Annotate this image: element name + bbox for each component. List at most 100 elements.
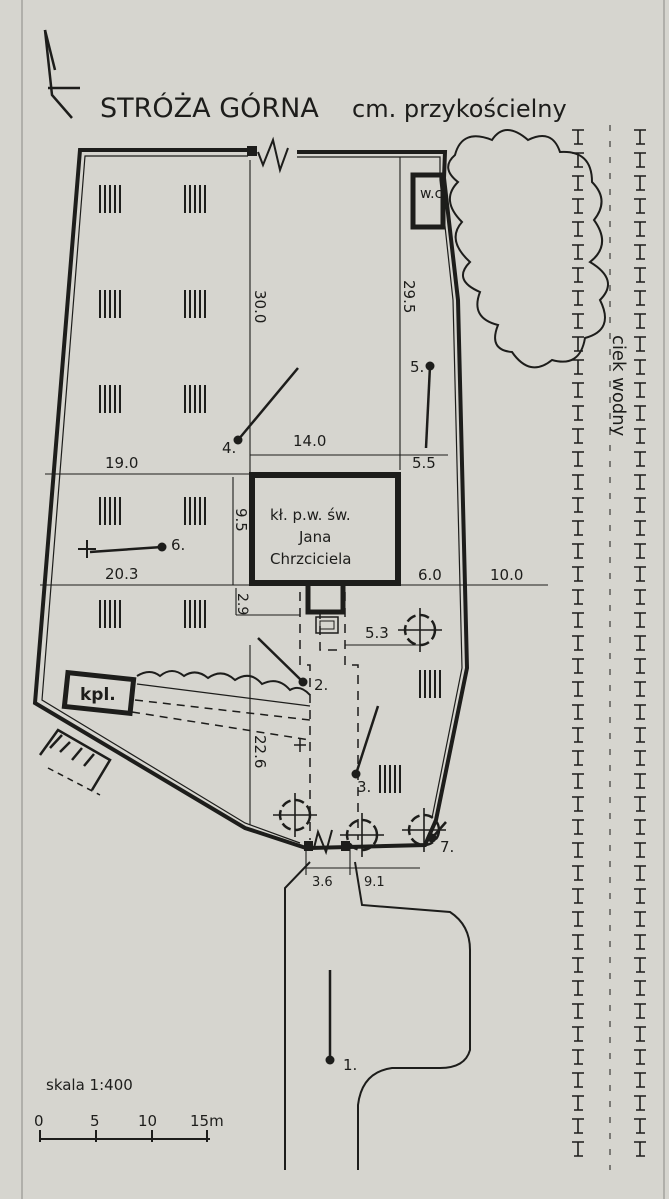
stream-hatch-mark <box>634 773 646 789</box>
stream-hatch-mark <box>634 612 646 628</box>
stream-hatch-mark <box>572 428 584 444</box>
dim-south-22-6: 22.6 <box>251 735 269 768</box>
dim-right-5-5: 5.5 <box>412 454 436 472</box>
stream-hatch-mark <box>572 934 584 950</box>
photo-viewpoint: 3. <box>351 705 380 796</box>
photo-viewpoint-label: 5. <box>410 358 424 376</box>
stream-hatch-mark <box>634 1049 646 1065</box>
church-label-line3: Chrzciciela <box>270 550 351 568</box>
hedge-dashed-line-3 <box>136 683 311 707</box>
stream-hatch-mark <box>634 405 646 421</box>
stream-hatch-mark <box>634 658 646 674</box>
stream-hatch-mark <box>572 750 584 766</box>
church-label-line1: kł. p.w. św. <box>270 506 351 524</box>
grave-row-icon <box>184 600 206 628</box>
title-place: STRÓŻA GÓRNA <box>100 92 319 124</box>
stream-hatch-mark <box>572 796 584 812</box>
stream-hatch-mark <box>634 980 646 996</box>
hedge-row <box>136 670 311 696</box>
stream-hatch-mark <box>572 888 584 904</box>
stream-hatch-mark <box>572 727 584 743</box>
stream-hatch-mark <box>634 934 646 950</box>
stream-hatch-mark <box>634 221 646 237</box>
dim-height-9-5: 9.5 <box>232 508 250 532</box>
church-building <box>249 472 401 586</box>
wc-label: w.c. <box>420 186 447 202</box>
stream-hatch-mark <box>634 451 646 467</box>
stream-hatch-mark <box>634 313 646 329</box>
church-porch <box>305 583 346 615</box>
tree-icon <box>273 793 317 837</box>
stream-hatch-mark <box>634 681 646 697</box>
grave-row-icon <box>184 497 206 525</box>
scale-tick-10: 10 <box>138 1112 157 1130</box>
stream-hatch-mark <box>634 474 646 490</box>
cemetery-boundary-inner <box>41 155 463 844</box>
stream-hatch-mark <box>634 911 646 927</box>
stream-hatch-mark <box>634 888 646 904</box>
dim-left-30: 30.0 <box>251 290 269 323</box>
grave-cross-icon <box>78 540 96 558</box>
dim-top-14: 14.0 <box>293 432 326 450</box>
stream-hatch-mark <box>572 957 584 973</box>
church-steps <box>315 616 339 634</box>
stream-hatch-mark <box>634 635 646 651</box>
grave-row-icon <box>99 385 121 413</box>
stream-hatch-mark <box>634 704 646 720</box>
title-subtitle: cm. przykościelny <box>352 95 567 123</box>
dim-left-19: 19.0 <box>105 454 138 472</box>
stream-hatch-mark <box>572 474 584 490</box>
stream-hatch-mark <box>572 842 584 858</box>
stream-hatch-mark <box>572 290 584 306</box>
stream-hatch-mark <box>572 198 584 214</box>
stream-hatch-mark <box>634 1095 646 1111</box>
dim-path-5-3: 5.3 <box>365 624 389 642</box>
photo-viewpoint-label: 4. <box>222 439 236 457</box>
scale-tick-15m: 15m <box>190 1112 224 1130</box>
stream-hatch-mark <box>572 1118 584 1134</box>
photo-viewpoint: 2. <box>257 637 328 694</box>
cemetery-boundary <box>32 148 470 850</box>
grave-row-icon <box>99 497 121 525</box>
grave-rows <box>99 185 441 793</box>
wc-building <box>410 172 446 230</box>
tree-icon <box>398 608 442 652</box>
stream-hatch-mark <box>572 589 584 605</box>
stream-hatch-mark <box>572 175 584 191</box>
stream-hatch-mark <box>572 635 584 651</box>
dim-right-29-5: 29.5 <box>400 280 418 313</box>
stream-hatch-mark <box>572 566 584 582</box>
photo-viewpoint-label: 7. <box>440 838 454 856</box>
stream-label: ciek wodny <box>608 335 629 437</box>
photo-viewpoint-label: 6. <box>171 536 185 554</box>
grave-row-icon <box>419 670 441 698</box>
ruin-structure <box>38 728 112 796</box>
stream-hatch-mark <box>634 1141 646 1157</box>
stream-hatch-mark <box>634 244 646 260</box>
photo-viewpoint: 7. <box>427 821 454 856</box>
stream-hatch-mark <box>634 1118 646 1134</box>
photo-viewpoint-label: 3. <box>357 778 371 796</box>
stream-hatch-mark <box>572 313 584 329</box>
stream-hatch-mark <box>634 865 646 881</box>
stream-hatch-mark <box>572 1072 584 1088</box>
church-path <box>299 592 359 840</box>
grave-row-icon <box>99 290 121 318</box>
stream-hatch-mark <box>572 658 584 674</box>
dim-gate-9-1: 9.1 <box>364 875 385 890</box>
stream-hatch-mark <box>634 336 646 352</box>
scale-bar <box>39 1130 210 1142</box>
stream-hatch-mark <box>572 267 584 283</box>
photo-viewpoint: 4. <box>222 367 299 457</box>
grave-row-icon <box>184 185 206 213</box>
stream-hatch-mark <box>634 520 646 536</box>
stream-hatch-mark <box>634 428 646 444</box>
photo-viewpoint: 1. <box>325 970 357 1074</box>
stream-hatch-mark <box>634 290 646 306</box>
stream-hatch-mark <box>634 198 646 214</box>
stream-hatch-mark <box>634 957 646 973</box>
scale-tick-0: 0 <box>34 1112 44 1130</box>
photo-viewpoint-label: 1. <box>343 1056 357 1074</box>
